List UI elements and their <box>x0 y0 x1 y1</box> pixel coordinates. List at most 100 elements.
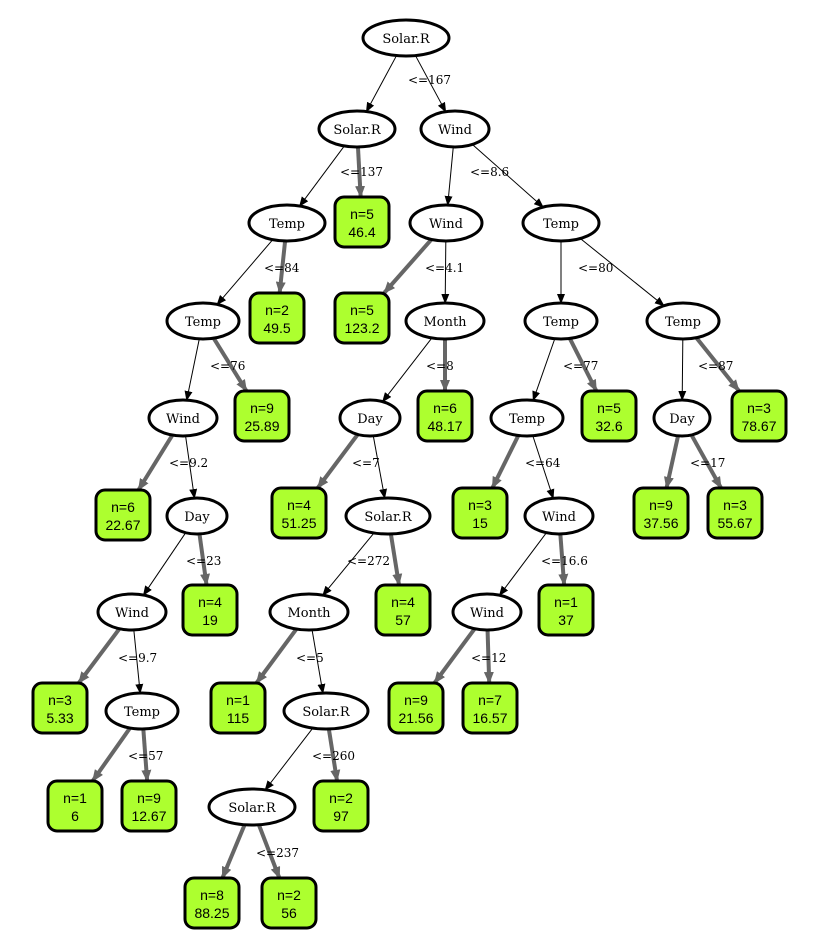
leaf-node-shape <box>260 876 318 930</box>
split-node: Month <box>268 592 350 632</box>
split-node-shape <box>282 691 370 731</box>
leaf-node: n=451.25 <box>270 486 328 540</box>
edge-label: <=80 <box>578 261 613 275</box>
split-node: Temp <box>645 301 721 341</box>
leaf-node-shape <box>233 389 291 443</box>
edge-n12-n19 <box>568 337 599 392</box>
leaf-value: 51.25 <box>281 515 316 531</box>
leaf-node: n=716.57 <box>461 681 519 735</box>
edge-n14-n23 <box>185 435 198 500</box>
edge-n34-n40 <box>432 627 477 685</box>
split-node-shape <box>652 398 712 438</box>
edge-n12-n18 <box>532 338 556 402</box>
leaf-node-shape <box>537 583 595 637</box>
edge-label: <=5 <box>296 651 324 665</box>
leaf-count: n=7 <box>478 692 502 708</box>
edge-n39-n44 <box>264 727 314 791</box>
edge-n16-n24 <box>316 433 360 490</box>
split-node-label: Wind <box>438 123 472 138</box>
leaf-node: n=925.89 <box>233 389 291 443</box>
split-node-label: Day <box>357 412 383 427</box>
edge-label: <=84 <box>264 261 300 275</box>
leaf-node-shape <box>270 486 328 540</box>
split-node-label: Temp <box>269 217 305 232</box>
edge-n32-n39 <box>311 629 326 695</box>
split-node-shape <box>344 496 432 536</box>
split-node-label: Temp <box>543 217 579 232</box>
leaf-value: 37.56 <box>643 515 678 531</box>
leaf-node: n=355.67 <box>706 486 764 540</box>
split-node: Temp <box>104 691 180 731</box>
leaf-count: n=6 <box>111 499 135 515</box>
split-node: Solar.R <box>361 18 451 58</box>
leaf-node-shape <box>120 779 178 833</box>
split-node-shape <box>96 592 168 632</box>
split-node-label: Wind <box>115 606 149 621</box>
split-node-shape <box>317 109 397 149</box>
leaf-count: n=6 <box>433 400 457 416</box>
split-node: Temp <box>521 203 601 243</box>
split-node: Wind <box>419 109 491 149</box>
leaf-value: 56 <box>281 905 297 921</box>
split-node: Solar.R <box>207 787 297 827</box>
leaf-value: 21.56 <box>398 710 433 726</box>
split-node-shape <box>404 301 486 341</box>
split-node-shape <box>523 301 599 341</box>
split-node-shape <box>165 301 241 341</box>
leaf-node: n=912.67 <box>120 779 178 833</box>
edge-n25-n33 <box>388 533 403 586</box>
leaf-count: n=3 <box>468 497 492 513</box>
edge-n1-n3 <box>415 55 447 113</box>
split-node-shape <box>338 398 402 438</box>
edge-label: <=9.2 <box>169 456 208 470</box>
edge-n20-n29 <box>689 433 723 489</box>
edge-n4-n9 <box>275 240 288 294</box>
leaf-node: n=622.67 <box>94 488 152 542</box>
edge-n6-n11 <box>441 240 450 305</box>
leaf-node-shape <box>312 779 370 833</box>
edge-label: <=260 <box>312 749 355 763</box>
edge-n37-n42 <box>90 726 132 783</box>
split-node: Solar.R <box>317 109 397 149</box>
split-node-label: Wind <box>166 412 200 427</box>
leaf-value: 19 <box>202 612 218 628</box>
edge-label: <=4.1 <box>425 261 464 275</box>
edge-label: <=76 <box>210 359 245 373</box>
edge-n34-n41 <box>483 629 494 684</box>
leaf-count: n=5 <box>350 206 374 222</box>
leaf-node: n=546.4 <box>333 195 391 249</box>
edge-label: <=17 <box>690 456 725 470</box>
edge-n25-n32 <box>322 532 375 596</box>
leaf-node-shape <box>461 681 519 735</box>
edge-n2-n5 <box>355 146 366 198</box>
split-node-label: Day <box>184 510 210 525</box>
edge-n20-n28 <box>664 435 681 489</box>
edge-label: <=272 <box>347 554 390 568</box>
leaf-node: n=457 <box>374 583 432 637</box>
leaf-node: n=137 <box>537 583 595 637</box>
edge-n7-n13 <box>579 238 665 307</box>
edge-n27-n34 <box>498 532 547 597</box>
leaf-node: n=256 <box>260 876 318 930</box>
split-node: Wind <box>96 592 168 632</box>
split-node-label: Temp <box>509 412 545 427</box>
split-node-label: Solar.R <box>382 32 431 47</box>
split-node-shape <box>247 203 327 243</box>
split-node-shape <box>645 301 721 341</box>
leaf-value: 15 <box>472 515 488 531</box>
edge-label: <=8.6 <box>470 165 509 179</box>
split-node-shape <box>207 787 297 827</box>
edge-n16-n25 <box>372 435 388 500</box>
leaf-value: 78.67 <box>741 418 776 434</box>
edge-label: <=237 <box>256 846 299 860</box>
leaf-count: n=8 <box>200 887 224 903</box>
leaf-node-shape <box>451 486 509 540</box>
leaf-node-shape <box>333 195 391 249</box>
edge-n18-n27 <box>532 435 555 500</box>
split-node-shape <box>361 18 451 58</box>
split-node-shape <box>147 398 219 438</box>
leaf-node: n=315 <box>451 486 509 540</box>
leaf-node: n=16 <box>46 779 104 833</box>
leaf-node-shape <box>183 876 241 930</box>
leaf-node-shape <box>416 389 474 443</box>
